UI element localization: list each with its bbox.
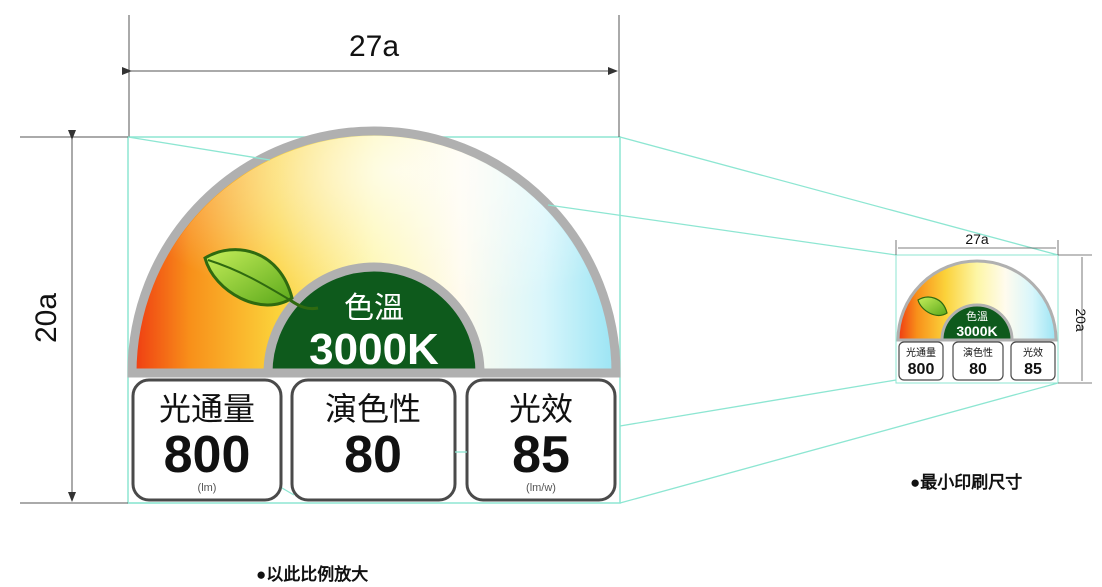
large-color-temp-dome bbox=[263, 262, 485, 378]
large-box-luminous-flux: 光通量 800 (lm) bbox=[131, 378, 283, 502]
svg-text:(lm/w): (lm/w) bbox=[526, 482, 556, 494]
small-box-luminous-efficacy: 光效 85 bbox=[1010, 341, 1056, 381]
projection-lines bbox=[619, 136, 1059, 504]
svg-text:演色性: 演色性 bbox=[325, 391, 421, 427]
svg-text:(lm): (lm) bbox=[198, 482, 217, 494]
svg-text:800: 800 bbox=[164, 426, 251, 484]
small-color-temp-value: 3000K bbox=[956, 323, 997, 339]
large-guide-lines bbox=[127, 136, 897, 504]
large-label: 27a 20a 色溫 3000K 光通量 800 (lm) 演色 bbox=[20, 15, 897, 504]
small-guide-frame bbox=[895, 254, 1059, 384]
small-width-label: 27a bbox=[965, 231, 989, 247]
small-width-dimension bbox=[895, 240, 1059, 255]
small-height-dimension bbox=[1058, 254, 1092, 384]
large-width-label: 27a bbox=[349, 30, 399, 63]
leaf-icon bbox=[203, 248, 319, 311]
small-box-luminous-flux: 光通量 800 bbox=[898, 341, 944, 381]
large-color-temp-value: 3000K bbox=[309, 325, 439, 374]
large-width-dimension bbox=[122, 15, 620, 137]
svg-text:光效: 光效 bbox=[1023, 346, 1043, 359]
small-color-temp-title: 色溫 bbox=[966, 309, 988, 323]
small-box-color-rendering: 演色性 80 bbox=[952, 341, 1004, 381]
svg-text:光效: 光效 bbox=[509, 391, 573, 427]
svg-text:800: 800 bbox=[908, 361, 935, 378]
enlarge-ratio-note: ●以此比例放大 bbox=[256, 565, 369, 584]
small-leaf-icon bbox=[917, 296, 948, 317]
large-color-temp-title: 色溫 bbox=[344, 291, 404, 326]
small-label: 27a 20a 色溫 3000K 光通量 800 演色性 80 光效 85 bbox=[895, 231, 1092, 384]
large-height-dimension bbox=[20, 130, 128, 504]
svg-text:85: 85 bbox=[1024, 361, 1042, 378]
large-box-color-rendering: 演色性 80 bbox=[290, 378, 457, 502]
svg-text:演色性: 演色性 bbox=[963, 346, 993, 359]
small-height-label: 20a bbox=[1073, 308, 1089, 332]
svg-text:80: 80 bbox=[969, 361, 987, 378]
svg-text:80: 80 bbox=[344, 426, 402, 484]
large-box-luminous-efficacy: 光效 85 (lm/w) bbox=[465, 378, 617, 502]
svg-text:光通量: 光通量 bbox=[906, 346, 936, 359]
svg-text:85: 85 bbox=[512, 426, 570, 484]
svg-text:光通量: 光通量 bbox=[159, 391, 255, 427]
large-height-label: 20a bbox=[30, 293, 63, 343]
min-print-size-note: ●最小印刷尺寸 bbox=[910, 473, 1023, 492]
